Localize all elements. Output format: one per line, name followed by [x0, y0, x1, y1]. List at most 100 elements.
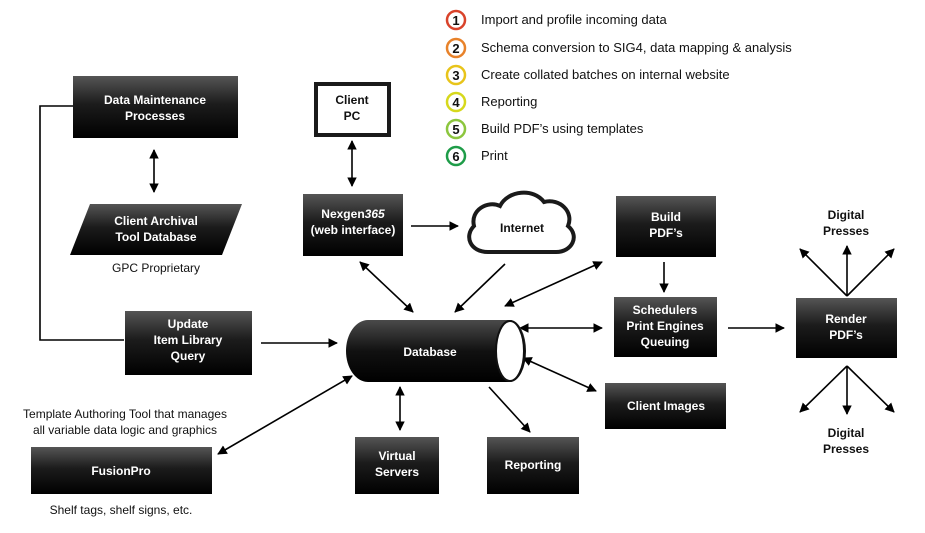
- step-1-number: 1: [452, 13, 459, 28]
- node-data-maintenance: Data Maintenance Processes: [73, 76, 238, 138]
- schedulers-label-2: Print Engines: [626, 319, 704, 333]
- template-tool-caption: Template Authoring Tool that manages: [23, 407, 227, 421]
- schedulers-box: [614, 297, 717, 357]
- data-maintenance-box: [73, 76, 238, 138]
- node-update-item: Update Item Library Query: [125, 311, 252, 375]
- fusionpro-box: [31, 447, 212, 494]
- update-item-label: Update: [168, 317, 209, 331]
- bracket-line: [39, 105, 124, 341]
- virtual-servers-box: [355, 437, 439, 494]
- data-maintenance-label: Data Maintenance: [104, 93, 206, 107]
- node-client-images: Client Images: [605, 383, 726, 429]
- client-pc-label: Client: [335, 93, 368, 107]
- legend-item-3: 3 Create collated batches on internal we…: [445, 64, 730, 86]
- database-label: Database: [403, 345, 457, 359]
- step-2-number: 2: [452, 41, 459, 56]
- arrow-render-press-bottom-left: [799, 365, 848, 413]
- arrow-database-fusionpro: [217, 375, 353, 455]
- arrow-database-reporting: [488, 386, 531, 433]
- legend-item-5: 5 Build PDF’s using templates: [445, 118, 644, 140]
- digital-presses-bottom-label: Digital: [828, 426, 865, 440]
- step-6-label: Print: [481, 148, 508, 163]
- render-pdfs-label: Render: [825, 312, 867, 326]
- arrow-render-press-top-left: [799, 248, 848, 297]
- step-5-badge: [445, 118, 467, 140]
- data-maintenance-label-2: Processes: [125, 109, 185, 123]
- node-virtual-servers: Virtual Servers: [355, 437, 439, 494]
- virtual-servers-label-2: Servers: [375, 465, 419, 479]
- nexgen-label: Nexgen365: [321, 207, 385, 221]
- digital-presses-top: Digital Presses: [823, 208, 869, 238]
- database-cylinder-icon: [346, 320, 526, 382]
- digital-presses-top-label-2: Presses: [823, 224, 869, 238]
- step-2-label: Schema conversion to SIG4, data mapping …: [481, 40, 792, 55]
- step-2-badge: [445, 37, 467, 59]
- legend: 1 Import and profile incoming data 2 Sch…: [445, 9, 792, 167]
- step-5-number: 5: [452, 122, 459, 137]
- node-client-pc: Client PC: [314, 82, 391, 137]
- node-client-archival: Client Archival Tool Database: [70, 204, 242, 255]
- step-4-label: Reporting: [481, 94, 537, 109]
- shelf-tags-caption: Shelf tags, shelf signs, etc.: [50, 503, 193, 517]
- step-3-badge: [445, 64, 467, 86]
- node-schedulers: Schedulers Print Engines Queuing: [614, 297, 717, 357]
- step-6-badge: [445, 145, 467, 167]
- step-1-label: Import and profile incoming data: [481, 12, 667, 27]
- connectors: [39, 105, 895, 455]
- client-archival-label-2: Tool Database: [115, 230, 196, 244]
- client-images-label: Client Images: [627, 399, 705, 413]
- arrow-render-press-bottom-right: [846, 365, 895, 413]
- node-nexgen: Nexgen365 (web interface): [303, 194, 403, 256]
- virtual-servers-label: Virtual: [378, 449, 415, 463]
- node-render-pdfs: Render PDF’s: [796, 298, 897, 358]
- step-3-label: Create collated batches on internal webs…: [481, 67, 730, 82]
- client-pc-box: [314, 82, 391, 137]
- legend-item-6: 6 Print: [445, 145, 508, 167]
- render-pdfs-box: [796, 298, 897, 358]
- arrow-nexgen-database: [359, 261, 414, 313]
- build-pdfs-label: Build: [651, 210, 681, 224]
- step-4-badge: [445, 91, 467, 113]
- reporting-label: Reporting: [505, 458, 562, 472]
- client-archival-label: Client Archival: [114, 214, 198, 228]
- node-fusionpro: FusionPro: [31, 447, 212, 494]
- node-build-pdfs: Build PDF’s: [616, 196, 716, 257]
- arrow-database-build: [504, 261, 603, 307]
- update-item-label-3: Query: [171, 349, 206, 363]
- arrow-database-images: [522, 357, 597, 392]
- step-1-badge: [445, 9, 467, 31]
- arrow-internet-database: [454, 263, 506, 313]
- client-pc-label-2: PC: [344, 109, 361, 123]
- database-cylinder-end: [495, 320, 525, 382]
- legend-item-1: 1 Import and profile incoming data: [445, 9, 667, 31]
- legend-item-2: 2 Schema conversion to SIG4, data mappin…: [445, 37, 792, 59]
- schedulers-label: Schedulers: [633, 303, 698, 317]
- internet-label: Internet: [500, 221, 544, 235]
- build-pdfs-box: [616, 196, 716, 257]
- node-internet: Internet: [467, 190, 576, 254]
- render-pdfs-label-2: PDF’s: [829, 328, 863, 342]
- nexgen-box: [303, 194, 403, 256]
- nexgen-label-2: (web interface): [311, 223, 396, 237]
- fusionpro-label: FusionPro: [91, 464, 150, 478]
- digital-presses-top-label: Digital: [828, 208, 865, 222]
- client-images-box: [605, 383, 726, 429]
- step-5-label: Build PDF’s using templates: [481, 121, 644, 136]
- digital-presses-bottom-label-2: Presses: [823, 442, 869, 456]
- update-item-label-2: Item Library: [154, 333, 223, 347]
- arrow-render-press-top-right: [846, 248, 895, 297]
- node-reporting: Reporting: [487, 437, 579, 494]
- node-database: Database: [346, 320, 526, 382]
- internet-cloud-icon: [467, 190, 576, 254]
- template-tool-caption-2: all variable data logic and graphics: [33, 423, 217, 437]
- schedulers-label-3: Queuing: [641, 335, 690, 349]
- build-pdfs-label-2: PDF’s: [649, 226, 683, 240]
- step-6-number: 6: [452, 149, 459, 164]
- client-archival-shape: [70, 204, 242, 255]
- reporting-box: [487, 437, 579, 494]
- digital-presses-bottom: Digital Presses: [823, 426, 869, 456]
- step-4-number: 4: [452, 95, 460, 110]
- legend-item-4: 4 Reporting: [445, 91, 537, 113]
- gpc-proprietary-caption: GPC Proprietary: [112, 261, 200, 275]
